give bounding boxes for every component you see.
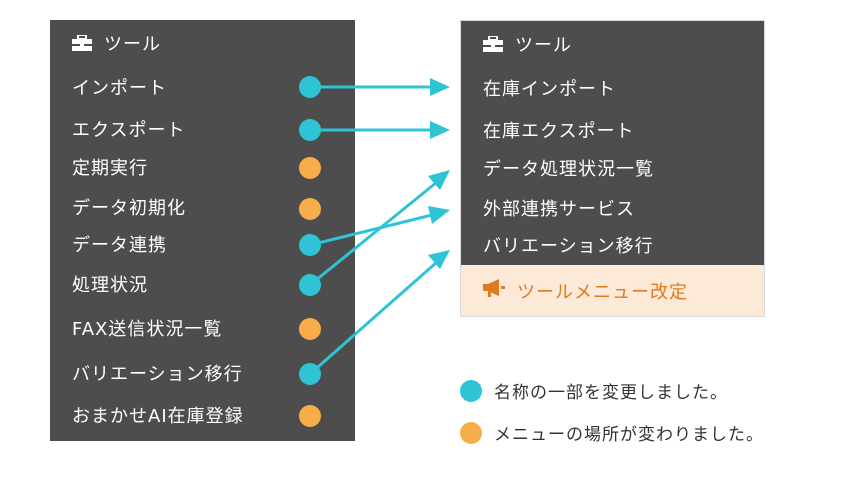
renamed-dot <box>299 76 321 98</box>
arrowhead <box>428 170 450 190</box>
new-menu-header: ツール <box>483 21 572 67</box>
moved-dot <box>299 198 321 220</box>
renamed-dot <box>299 363 321 385</box>
legend-renamed: 名称の一部を変更しました。 <box>460 378 728 403</box>
legend-teal-dot <box>460 379 482 402</box>
old-item-variation[interactable]: バリエーション移行 <box>72 364 243 385</box>
new-menu-title: ツール <box>515 35 572 56</box>
old-item-export[interactable]: エクスポート <box>72 120 186 141</box>
arrowhead <box>428 206 450 224</box>
old-menu-title: ツール <box>104 34 161 55</box>
legend-orange-dot <box>460 421 482 444</box>
menu-revision-label: ツールメニュー改定 <box>517 281 688 303</box>
new-item-status-list[interactable]: データ処理状況一覧 <box>483 159 654 180</box>
renamed-dot <box>299 234 321 256</box>
moved-dot <box>299 157 321 179</box>
old-item-status[interactable]: 処理状況 <box>72 275 148 296</box>
new-tool-menu: ツール 在庫インポート 在庫エクスポート データ処理状況一覧 外部連携サービス … <box>460 20 765 317</box>
old-tool-menu: ツール インポート エクスポート 定期実行 データ初期化 データ連携 処理状況 … <box>50 20 355 441</box>
old-item-fax[interactable]: FAX送信状況一覧 <box>72 319 223 340</box>
legend-moved-text: メニューの場所が変わりました。 <box>494 425 764 445</box>
arrowhead <box>430 121 450 139</box>
old-item-import[interactable]: インポート <box>72 78 167 99</box>
old-item-scheduled[interactable]: 定期実行 <box>72 158 148 179</box>
renamed-dot <box>299 274 321 296</box>
arrowhead <box>428 250 450 269</box>
old-item-data-link[interactable]: データ連携 <box>72 235 167 256</box>
renamed-dot <box>299 119 321 141</box>
new-item-stock-import[interactable]: 在庫インポート <box>483 79 616 100</box>
old-item-ai-stock[interactable]: おまかせAI在庫登録 <box>72 406 244 427</box>
moved-dot <box>299 405 321 427</box>
toolbox-icon <box>483 36 503 52</box>
new-item-external-link[interactable]: 外部連携サービス <box>483 199 635 220</box>
old-item-data-init[interactable]: データ初期化 <box>72 198 186 219</box>
arrowhead <box>430 78 450 96</box>
legend-renamed-text: 名称の一部を変更しました。 <box>494 383 728 403</box>
legend-moved: メニューの場所が変わりました。 <box>460 420 764 445</box>
old-menu-header: ツール <box>72 20 161 66</box>
menu-revision-banner[interactable]: ツールメニュー改定 <box>461 265 764 316</box>
megaphone-icon <box>483 279 505 302</box>
new-item-stock-export[interactable]: 在庫エクスポート <box>483 121 635 142</box>
moved-dot <box>299 318 321 340</box>
new-item-variation[interactable]: バリエーション移行 <box>483 236 654 257</box>
toolbox-icon <box>72 35 92 51</box>
